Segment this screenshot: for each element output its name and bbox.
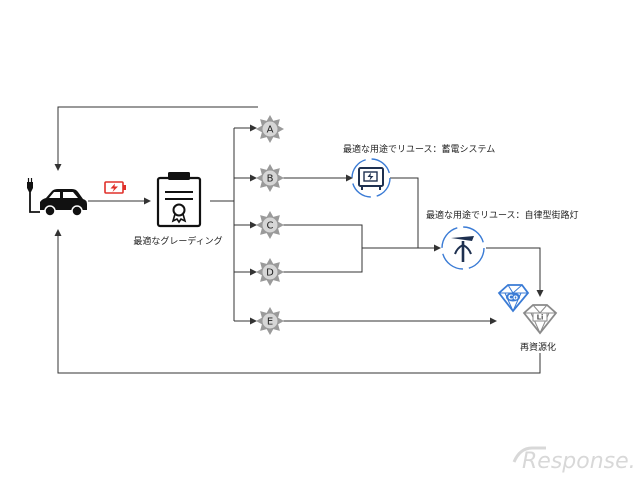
battery-icon [104,181,126,194]
connector-lines [54,106,544,374]
cobalt-gem-icon: Co [497,284,530,313]
grade-badge-b: B [256,164,284,192]
watermark-text: Response. [522,449,636,474]
streetlight-to-recycle [486,247,544,297]
d-to-merge [283,248,363,273]
recycle-label: 再資源化 [520,341,556,353]
c-to-merge [283,224,363,248]
grade-badge-a: A [256,115,284,143]
reuse-streetlight-label: 最適な用途でリユース：自律型街路灯 [426,209,579,221]
grading-label: 最適なグレーディング [133,235,222,247]
lithium-gem-icon: Li [522,304,558,335]
return-loop-top [54,106,258,171]
storage-system-icon [351,158,391,198]
cobalt-symbol: Co [508,294,518,302]
grade-a-label: A [267,125,274,136]
grade-badge-c: C [256,211,284,239]
response-watermark-logo: Response. [512,446,636,474]
grade-d-label: D [266,268,274,279]
grade-c-label: C [267,221,274,232]
grade-badge-d: D [256,258,284,286]
electric-car-icon [27,178,87,217]
grade-badge-e: E [256,307,284,335]
certificate-clipboard-icon [156,172,202,228]
lithium-symbol: Li [537,314,544,322]
storage-to-streetlight [390,177,419,248]
reuse-storage-label: 最適な用途でリユース：蓄電システム [343,143,495,155]
grade-e-label: E [267,317,273,328]
streetlight-icon [441,226,485,270]
return-loop-bottom [54,229,541,374]
grade-b-label: B [267,174,274,185]
